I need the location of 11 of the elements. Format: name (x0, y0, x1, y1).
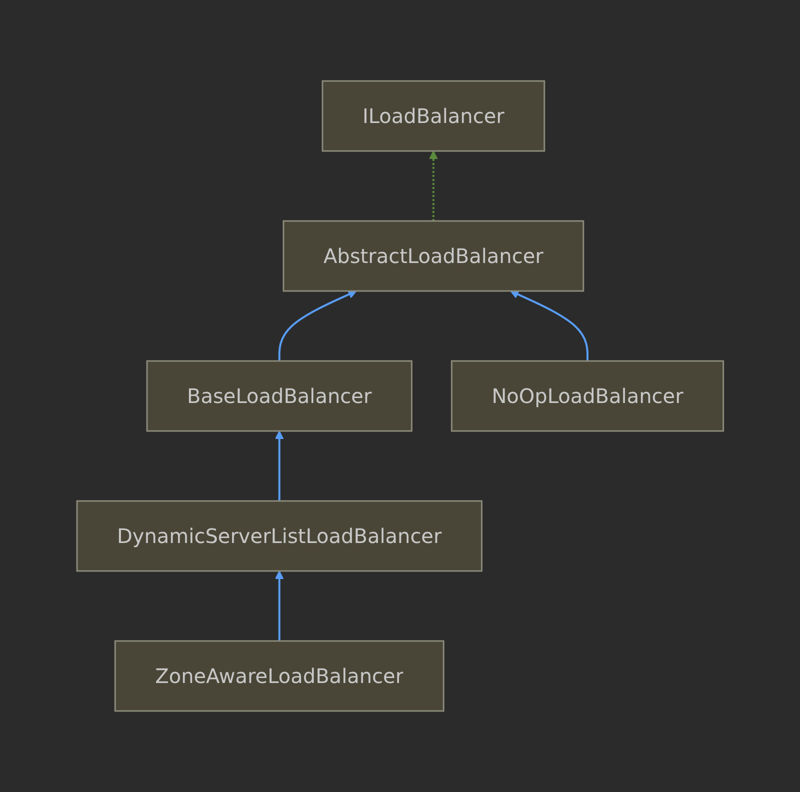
node-box: AbstractLoadBalancer (282, 220, 584, 292)
arrow (274, 430, 284, 501)
arrow (510, 290, 588, 361)
node-box: ZoneAwareLoadBalancer (114, 640, 444, 712)
node-box: ILoadBalancer (322, 80, 545, 152)
node-box: NoOpLoadBalancer (450, 360, 724, 432)
arrow (278, 290, 357, 361)
arrow (428, 150, 438, 221)
arrow (274, 570, 284, 641)
node-box: DynamicServerListLoadBalancer (76, 500, 482, 572)
node-box: BaseLoadBalancer (146, 360, 412, 432)
